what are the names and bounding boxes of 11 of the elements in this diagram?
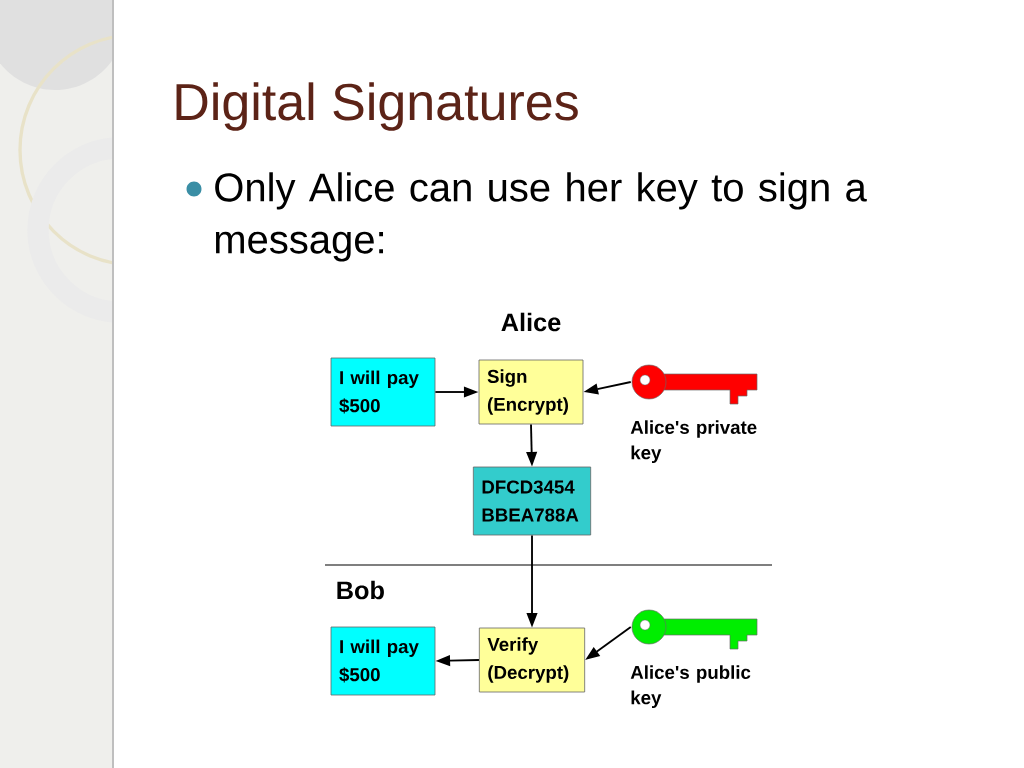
key-caption: Alice's public key [630, 665, 751, 708]
lane-label: Alice [501, 312, 561, 332]
process-box: Sign (Encrypt) [478, 359, 584, 425]
message-box: I will pay $500 [330, 357, 436, 427]
lane-label: Bob [337, 580, 384, 600]
key-caption: Alice's private key [630, 420, 757, 463]
process-box: Verify (Decrypt) [478, 627, 586, 693]
bullet-text: Only Alice can use her key to sign a message: [215, 172, 867, 262]
signature-box: DFCD3454 BBEA788A [472, 466, 592, 536]
title: Digital Signatures [176, 82, 578, 131]
message-box: I will pay $500 [330, 626, 436, 696]
